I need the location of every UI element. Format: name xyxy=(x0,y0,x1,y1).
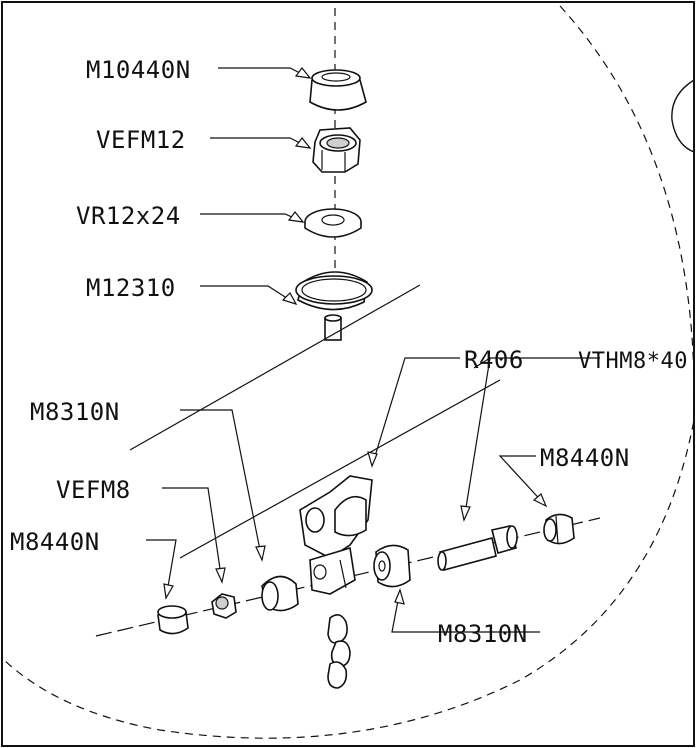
label-bracket: R406 xyxy=(464,346,524,374)
construction-line-lower xyxy=(179,379,501,559)
label-nut-top: VEFM12 xyxy=(96,126,186,154)
label-bolt: VTHM8*40 xyxy=(578,349,688,374)
cone-left-part xyxy=(261,575,299,612)
label-cone-right: M8310N xyxy=(438,620,528,648)
label-cap-right: M8440N xyxy=(540,444,630,472)
label-nut-left: VEFM8 xyxy=(56,476,131,504)
chain-part xyxy=(327,614,351,689)
sleeve-part xyxy=(324,314,342,341)
label-cap-left: M8440N xyxy=(10,528,100,556)
label-cone-left: M8310N xyxy=(30,398,120,426)
nut-top-part xyxy=(312,127,361,173)
washer-part xyxy=(304,208,362,238)
nut-left-part xyxy=(211,593,237,619)
construction-line-upper xyxy=(129,284,421,451)
cap-top-part xyxy=(309,69,367,111)
detail-circle xyxy=(3,5,695,739)
bracket-part xyxy=(299,475,373,595)
cap-right-part xyxy=(543,513,575,545)
label-washer: VR12x24 xyxy=(76,202,181,230)
label-cap-top: M10440N xyxy=(86,56,191,84)
cone-part xyxy=(295,271,373,311)
cone-right-part xyxy=(373,544,411,588)
leader-arrowheads xyxy=(163,67,548,605)
label-cone: M12310 xyxy=(86,274,176,302)
leader-lines xyxy=(146,67,600,633)
bolt-part xyxy=(437,525,518,571)
cap-left-part xyxy=(157,605,189,635)
adjacent-detail-arc xyxy=(671,79,695,153)
